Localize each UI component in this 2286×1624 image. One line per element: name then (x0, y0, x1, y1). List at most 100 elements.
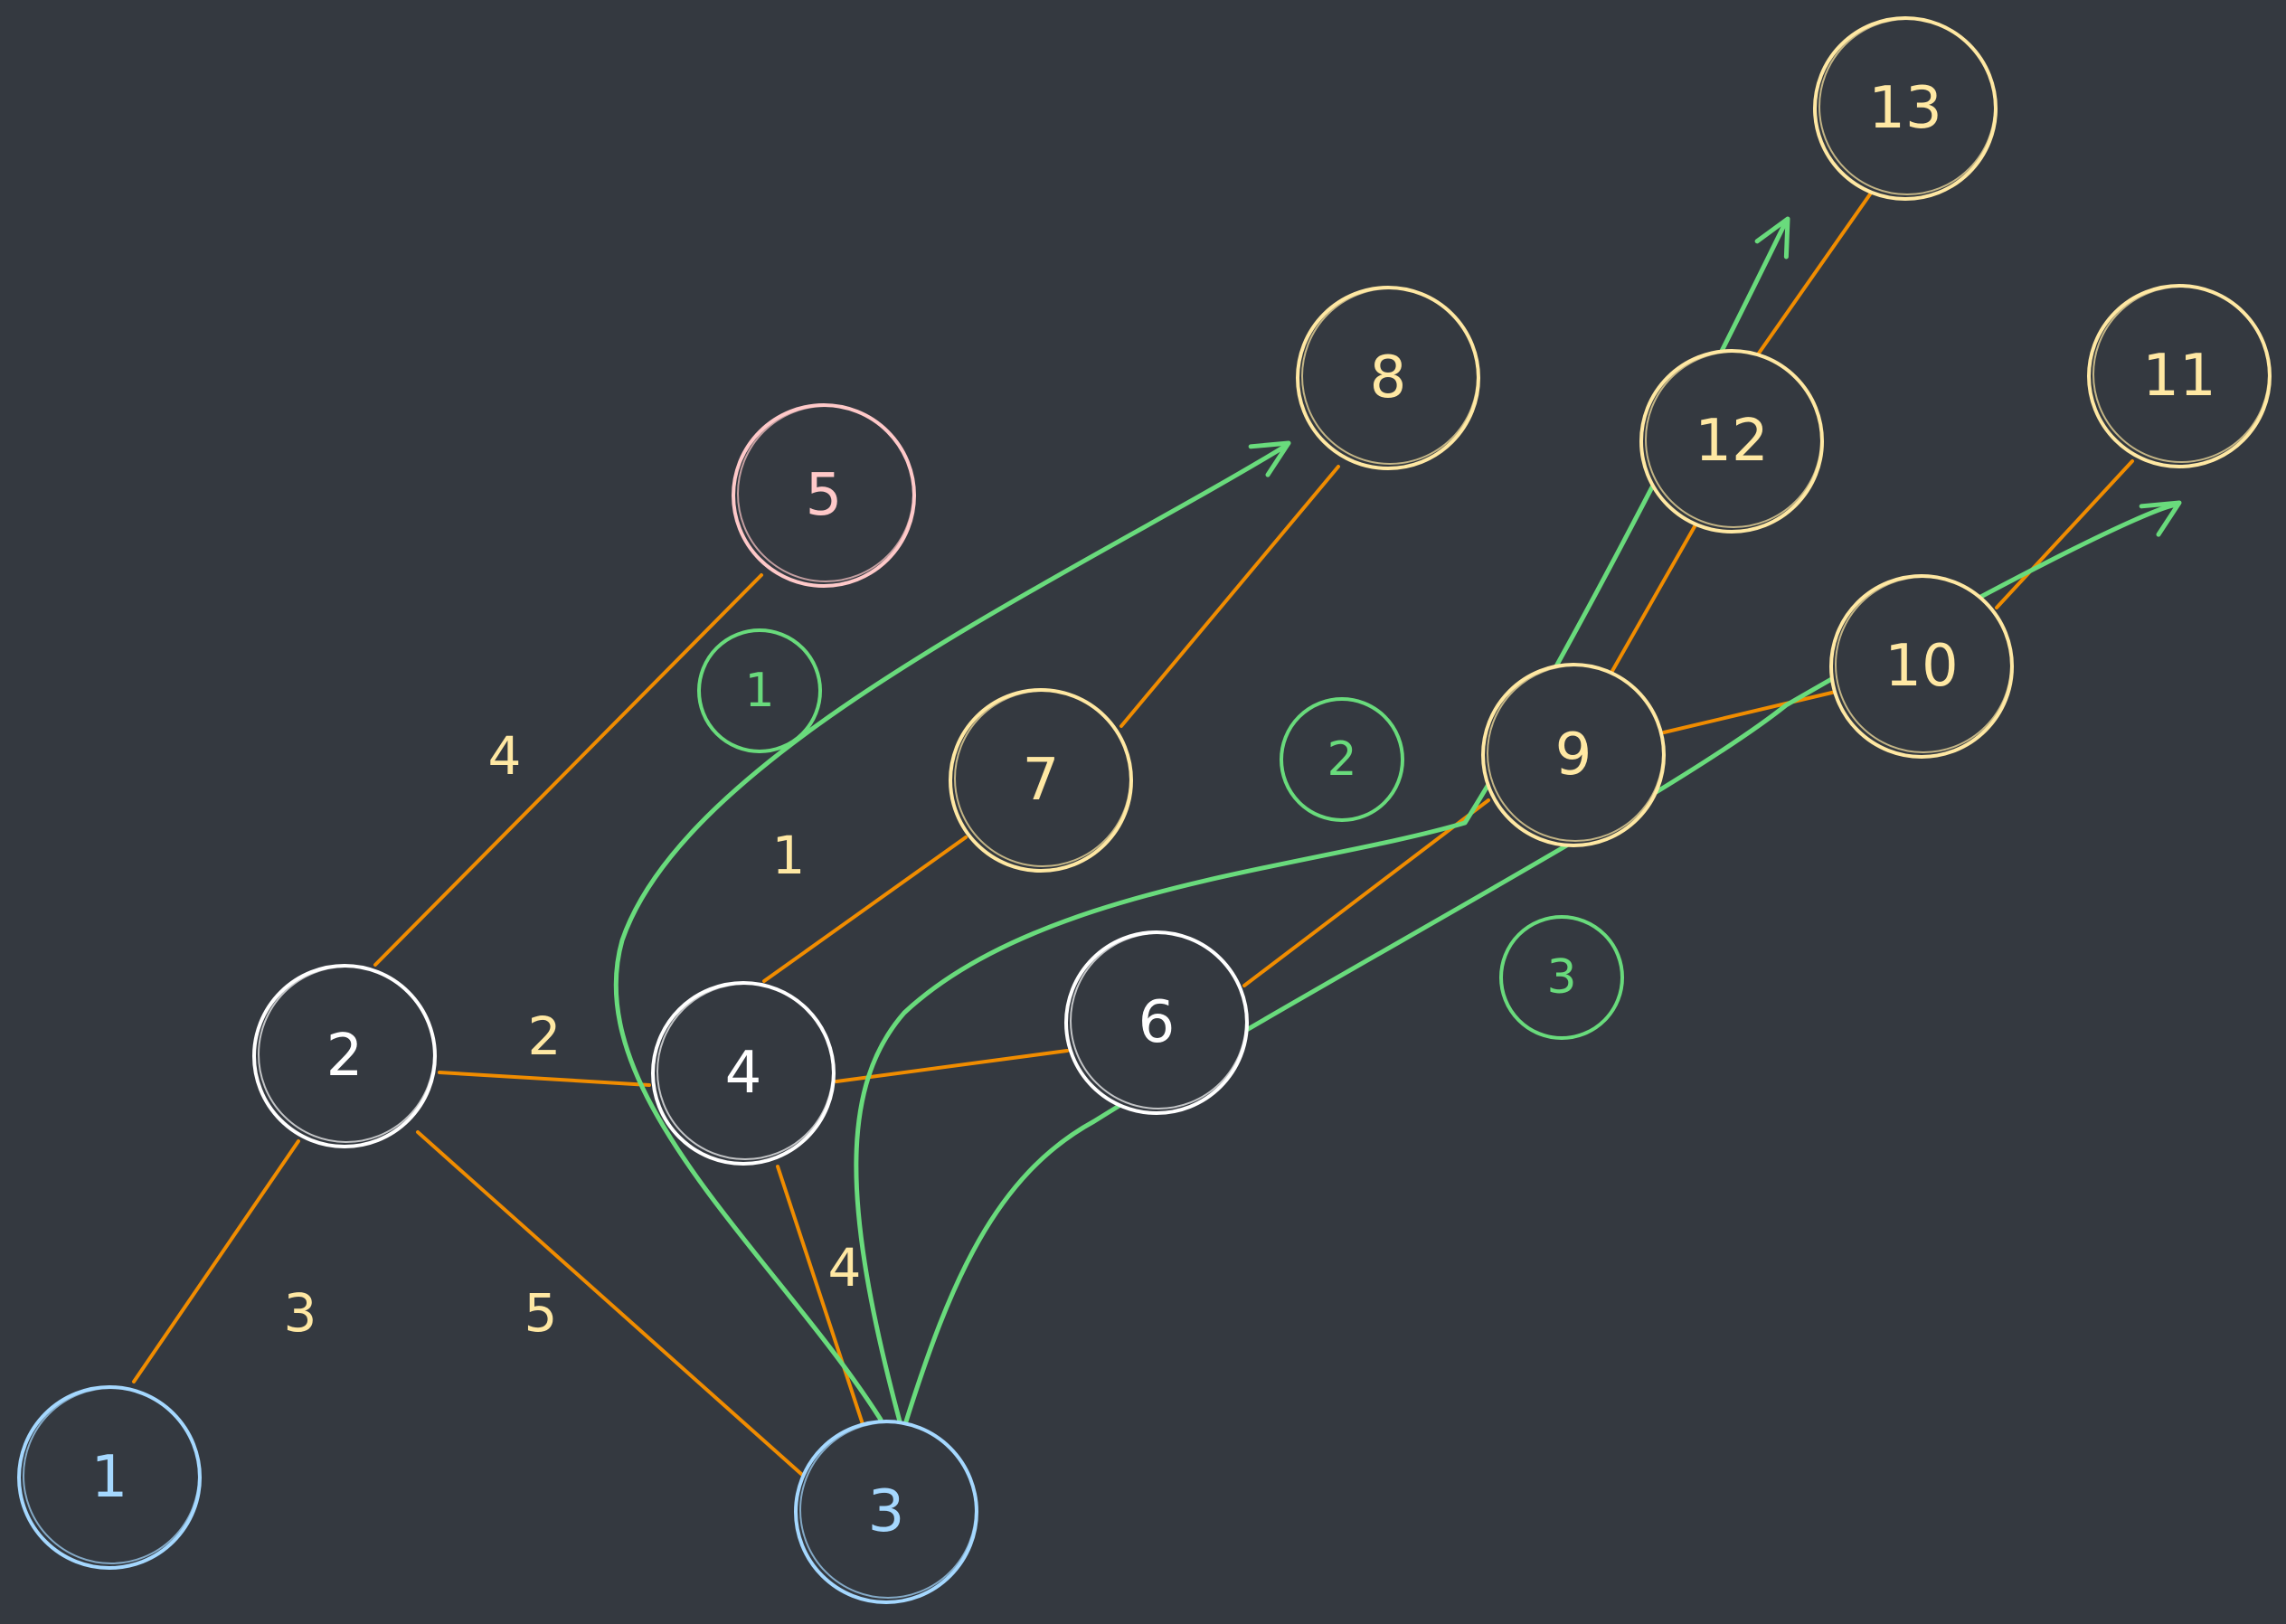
node-2[interactable]: 2 (252, 964, 437, 1148)
node-circle-sketch (1070, 932, 1247, 1109)
edge-9-12 (1611, 520, 1699, 673)
node-circle-sketch (954, 690, 1131, 867)
path-to-node-13: 2 (854, 216, 1790, 1424)
arrowhead-icon (2139, 500, 2182, 537)
path-to-node-11: 3 (903, 500, 2182, 1424)
node-circle-sketch (1835, 576, 2012, 753)
edge-weight-label: 4 (488, 725, 522, 787)
node-circle-sketch (2092, 286, 2270, 463)
node-circle-sketch (799, 1421, 977, 1599)
node-8[interactable]: 8 (1296, 286, 1480, 470)
edge-line (416, 1130, 811, 1483)
edge-weight-label: 1 (772, 825, 806, 886)
node-circle-sketch (1301, 288, 1478, 465)
node-9[interactable]: 9 (1481, 663, 1666, 847)
node-circle (1064, 930, 1249, 1115)
step-number: 3 (1546, 950, 1576, 1005)
edge-line (132, 1139, 300, 1383)
node-label: 12 (1695, 408, 1768, 475)
node-circle (732, 403, 916, 588)
edge-weight-label: 3 (284, 1282, 317, 1344)
node-label: 1 (91, 1444, 128, 1511)
path-layer: 123 (614, 216, 2182, 1424)
node-label: 5 (806, 462, 843, 529)
edge-2-5: 4 (373, 573, 763, 967)
arrowhead-icon (1248, 440, 1291, 477)
node-circle (1813, 16, 1998, 201)
node-circle-sketch (1487, 665, 1664, 842)
step-number: 2 (1327, 732, 1356, 787)
node-circle (651, 981, 836, 1166)
path-curve (854, 219, 1789, 1424)
edge-line (1242, 798, 1490, 987)
node-circle-sketch (737, 405, 914, 582)
node-label: 4 (725, 1040, 762, 1107)
node-label: 11 (2142, 343, 2215, 410)
edge-2-1: 3 (132, 1139, 317, 1383)
node-1[interactable]: 1 (17, 1385, 202, 1570)
node-circle (252, 964, 437, 1148)
edge-2-3: 5 (416, 1130, 811, 1483)
edge-weight-label: 2 (528, 1006, 562, 1067)
edge-line (1119, 465, 1340, 728)
node-circle (1481, 663, 1666, 847)
node-label: 3 (868, 1478, 905, 1545)
edge-4-7: 1 (762, 825, 968, 983)
edge-line (835, 1049, 1069, 1083)
node-6[interactable]: 6 (1064, 930, 1249, 1115)
node-5[interactable]: 5 (732, 403, 916, 588)
node-label: 2 (326, 1023, 364, 1090)
step-badge-1: 1 (697, 628, 822, 753)
node-label: 7 (1023, 747, 1060, 814)
node-7[interactable]: 7 (949, 688, 1133, 873)
node-circle (1639, 349, 1824, 533)
node-12[interactable]: 12 (1639, 349, 1824, 533)
edge-6-9 (1242, 798, 1490, 987)
node-4[interactable]: 4 (651, 981, 836, 1166)
edge-weight-label: 4 (828, 1237, 862, 1298)
node-label: 8 (1370, 345, 1407, 411)
edge-9-10 (1662, 690, 1837, 734)
step-badge-circle (1280, 697, 1404, 822)
node-label: 13 (1868, 75, 1941, 142)
edge-line (1756, 190, 1874, 356)
node-circle-sketch (657, 983, 834, 1160)
node-circle (1829, 574, 2014, 759)
step-number: 1 (744, 664, 774, 718)
edge-line (762, 836, 968, 983)
edge-line (1611, 520, 1699, 673)
arrowhead-icon (1754, 216, 1790, 260)
edge-10-11 (1995, 459, 2134, 609)
node-3[interactable]: 3 (794, 1420, 978, 1604)
node-label: 6 (1138, 989, 1176, 1056)
node-11[interactable]: 11 (2087, 284, 2272, 468)
path-curve (614, 443, 1289, 1422)
node-circle (949, 688, 1133, 873)
edge-4-6 (835, 1049, 1069, 1083)
edge-line (373, 573, 763, 967)
node-13[interactable]: 13 (1813, 16, 1998, 201)
edge-2-4: 2 (438, 1006, 651, 1087)
node-circle (17, 1385, 202, 1570)
node-10[interactable]: 10 (1829, 574, 2014, 759)
node-label: 9 (1555, 722, 1592, 788)
step-badge-circle (1499, 915, 1624, 1040)
node-circle (1296, 286, 1480, 470)
edge-line (1995, 459, 2134, 609)
node-circle-sketch (23, 1387, 200, 1564)
edge-line (1662, 690, 1837, 734)
step-badge-3: 3 (1499, 915, 1624, 1040)
node-circle-sketch (1645, 351, 1822, 528)
edge-12-13 (1756, 190, 1874, 356)
node-circle-sketch (1818, 18, 1996, 195)
edge-7-8 (1119, 465, 1340, 728)
node-circle (2087, 284, 2272, 468)
path-curve (903, 502, 2180, 1424)
path-to-node-8: 1 (614, 440, 1291, 1422)
edge-line (776, 1165, 865, 1429)
step-badge-circle (697, 628, 822, 753)
node-circle-sketch (258, 966, 435, 1143)
